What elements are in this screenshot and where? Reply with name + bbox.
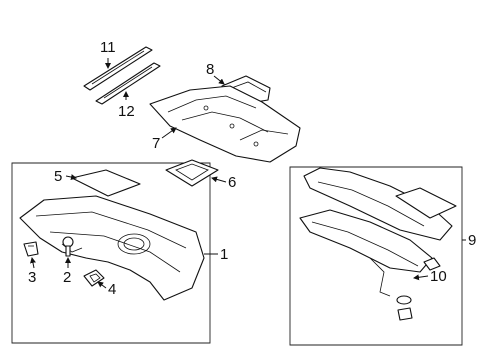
part-10-harness xyxy=(369,257,441,321)
left-group-box xyxy=(11,162,211,344)
part-5-insert xyxy=(71,169,141,197)
leader-5 xyxy=(65,174,77,180)
leader-10 xyxy=(413,274,429,281)
callout-11: 11 xyxy=(100,39,116,56)
callout-9: 9 xyxy=(468,232,476,249)
callout-5: 5 xyxy=(54,168,62,185)
callout-3: 3 xyxy=(28,269,36,286)
right-group-box xyxy=(289,166,463,346)
callout-7: 7 xyxy=(152,135,160,152)
callout-8: 8 xyxy=(206,61,214,78)
callout-4: 4 xyxy=(108,281,116,298)
part-2-push-pin xyxy=(62,236,74,257)
part-4-small-pad xyxy=(83,269,105,287)
callout-10: 10 xyxy=(430,268,447,285)
part-3-clip xyxy=(23,241,39,257)
leader-8 xyxy=(213,75,225,85)
part-12-rail-lower xyxy=(95,62,161,105)
leader-4 xyxy=(97,281,107,289)
callout-12: 12 xyxy=(118,103,135,120)
part-9-assembly xyxy=(299,167,457,273)
callout-2: 2 xyxy=(63,269,71,286)
part-7-floor-panel xyxy=(149,85,301,163)
part-11-rail-upper xyxy=(83,46,153,91)
leader-6 xyxy=(211,176,227,183)
callout-6: 6 xyxy=(228,174,236,191)
callout-1: 1 xyxy=(220,246,228,263)
leader-3 xyxy=(30,257,36,269)
leader-7 xyxy=(161,127,177,139)
part-6-pad xyxy=(165,159,219,187)
